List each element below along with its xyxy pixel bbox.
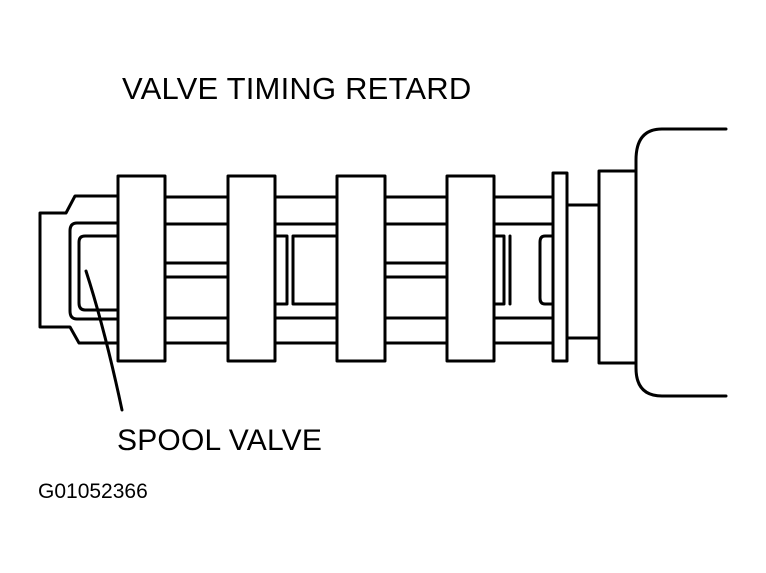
oil-port-right — [492, 234, 555, 306]
spool-valve-label: SPOOL VALVE — [117, 424, 323, 457]
left-end-cap — [38, 194, 120, 345]
solenoid-housing — [634, 127, 728, 398]
retaining-ring — [551, 171, 569, 363]
spool-land-2 — [226, 174, 277, 363]
spool-land-1 — [116, 174, 167, 363]
spool-shaft — [163, 195, 601, 345]
spool-collar — [597, 169, 638, 365]
spool-land-4 — [445, 174, 496, 363]
oil-port-center — [273, 234, 339, 306]
spool-end-plug-inner — [77, 234, 120, 312]
figure-id: G01052366 — [38, 480, 148, 503]
oil-ports — [273, 234, 555, 306]
callout-leader-line — [84, 269, 124, 412]
spool-land-3 — [335, 174, 387, 363]
diagram-title: VALVE TIMING RETARD — [122, 71, 472, 106]
spool-end-plug — [68, 221, 120, 321]
